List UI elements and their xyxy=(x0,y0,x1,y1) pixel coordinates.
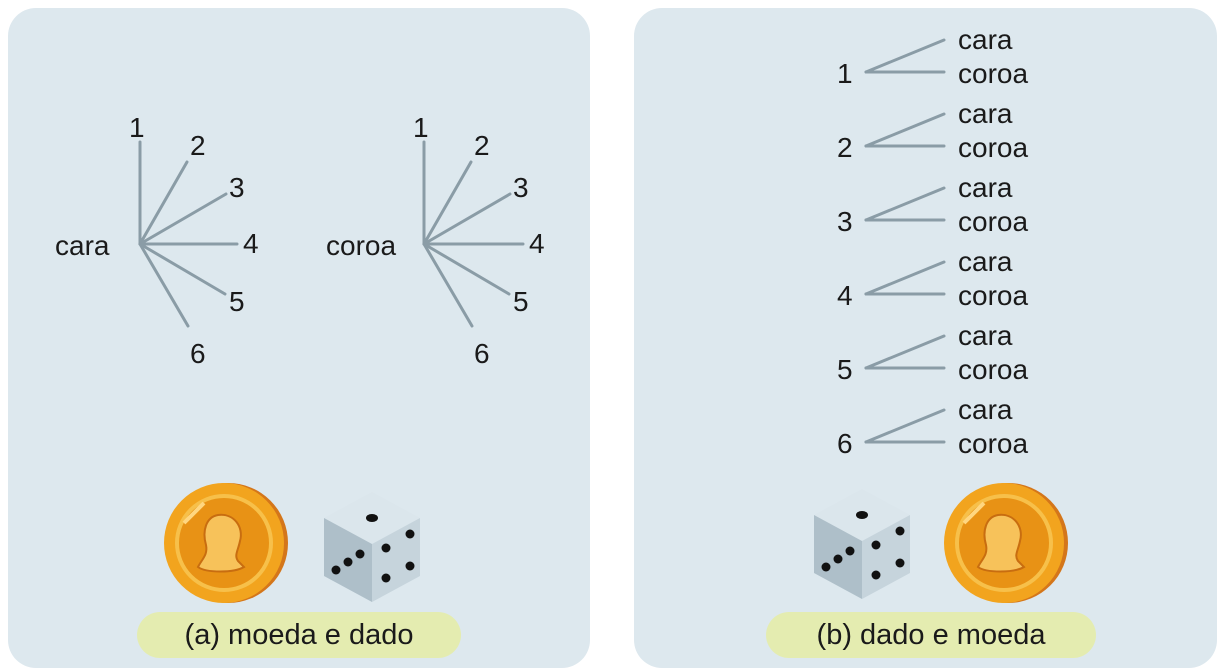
tree-leaf-label: 1 xyxy=(129,112,145,143)
tree-leaf-label: 1 xyxy=(413,112,429,143)
tree-leaf-label: 3 xyxy=(513,172,529,203)
tree-leaf-label: 5 xyxy=(513,286,529,317)
tree-leaf-label: coroa xyxy=(958,58,1029,89)
tree-leaf-label: coroa xyxy=(958,428,1029,459)
tree-leaf-label: cara xyxy=(958,24,1013,55)
tree-leaf-label: coroa xyxy=(958,280,1029,311)
tree-root-label: 5 xyxy=(837,354,853,385)
tree-leaf-label: coroa xyxy=(958,354,1029,385)
tree-leaf-label: coroa xyxy=(958,206,1029,237)
die-icon xyxy=(814,489,910,599)
tree-branches-die-first xyxy=(864,38,946,444)
tree-leaf-label: cara xyxy=(958,320,1013,351)
tree-leaf-label: 2 xyxy=(474,130,490,161)
tree-leaf-label: 2 xyxy=(190,130,206,161)
tree-leaf-label: cara xyxy=(958,246,1013,277)
caption-dado-e-moeda: (b) dado e moeda xyxy=(766,612,1096,658)
tree-branches-cara xyxy=(138,140,239,328)
tree-leaf-label: 4 xyxy=(243,228,259,259)
tree-root-label: 1 xyxy=(837,58,853,89)
tree-leaf-label: 6 xyxy=(190,338,206,369)
tree-root-label: 6 xyxy=(837,428,853,459)
tree-root-label: 4 xyxy=(837,280,853,311)
coin-icon xyxy=(944,483,1068,603)
tree-leaf-label: 3 xyxy=(229,172,245,203)
tree-leaf-label: 6 xyxy=(474,338,490,369)
die-icon xyxy=(324,492,420,602)
tree-leaf-label: 4 xyxy=(529,228,545,259)
panel-die-then-coin xyxy=(634,8,1217,668)
tree-root-label: cara xyxy=(55,230,110,261)
tree-leaf-label: cara xyxy=(958,98,1013,129)
tree-root-label: coroa xyxy=(326,230,397,261)
caption-moeda-e-dado: (a) moeda e dado xyxy=(137,612,461,658)
tree-leaf-label: 5 xyxy=(229,286,245,317)
tree-branches-coroa xyxy=(422,140,525,328)
tree-root-label: 2 xyxy=(837,132,853,163)
tree-leaf-label: coroa xyxy=(958,132,1029,163)
coin-icon xyxy=(164,483,288,603)
tree-root-label: 3 xyxy=(837,206,853,237)
tree-leaf-label: cara xyxy=(958,394,1013,425)
panel-coin-then-die xyxy=(8,8,590,668)
tree-leaf-label: cara xyxy=(958,172,1013,203)
